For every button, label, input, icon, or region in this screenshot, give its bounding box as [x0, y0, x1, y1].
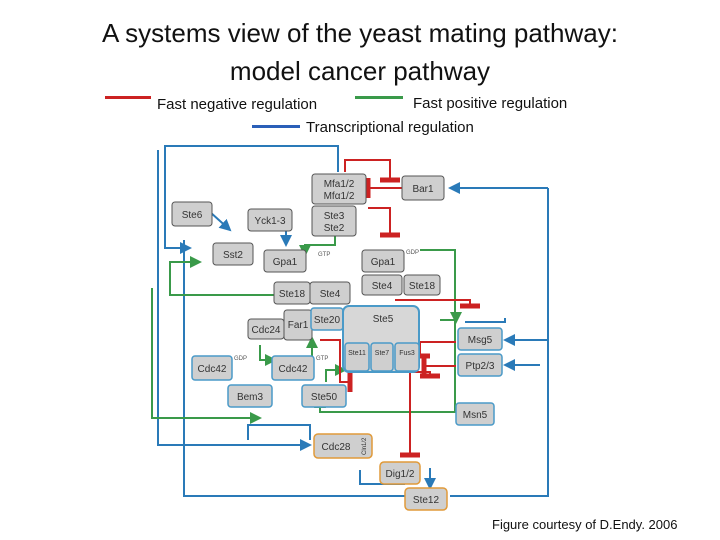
- node-dig12: Dig1/2: [379, 461, 421, 485]
- transcriptional-edges: [157, 145, 549, 497]
- node-ptp23: Ptp2/3: [457, 353, 503, 377]
- node-msn5-label: Msn5: [463, 410, 488, 421]
- edge-left-positive-loop: [151, 288, 262, 424]
- edge-far1-inhibits-cdc28: [320, 339, 353, 392]
- state-gdp-mid: GDP: [234, 356, 247, 362]
- node-msg5: Msg5: [457, 327, 503, 351]
- node-cdc42-gtp-label: Cdc42: [279, 364, 308, 375]
- edge-ste4-to-sst2: [169, 256, 275, 296]
- node-ste12-label: Ste12: [413, 495, 440, 506]
- node-ste4-right: Ste4: [361, 274, 403, 296]
- legend-negative-label: Fast negative regulation: [157, 96, 318, 113]
- node-ste4-left-label: Ste4: [320, 289, 341, 300]
- edge-cdc24-to-cdc42: [259, 345, 277, 366]
- node-cdc42-gdp: Cdc42 GDP: [191, 355, 247, 381]
- node-ste18-left: Ste18: [273, 281, 311, 305]
- node-ste11-label: Ste11: [348, 350, 366, 357]
- legend-positive-label: Fast positive regulation: [413, 95, 568, 112]
- node-cdc28: Cdc28 Cln1/2: [313, 433, 373, 459]
- node-ste4-right-label: Ste4: [372, 281, 393, 292]
- node-ste12: Ste12: [404, 487, 448, 511]
- node-bem3-label: Bem3: [237, 392, 264, 403]
- node-ste11: Ste11: [344, 342, 370, 372]
- node-gpa1-gdp: Gpa1 GDP: [361, 249, 419, 273]
- legend-transcriptional-label: Transcriptional regulation: [306, 119, 474, 136]
- edge-top-loop-to-mfa: [164, 145, 339, 254]
- node-ste50: Ste50: [301, 384, 347, 408]
- state-gtp-top: GTP: [318, 252, 330, 258]
- node-gpa1-gtp-label: Gpa1: [273, 257, 298, 268]
- node-msn5: Msn5: [455, 402, 495, 426]
- node-cdc28-label: Cdc28: [322, 442, 351, 453]
- edge-outer-left-loop: [157, 150, 312, 451]
- node-ste50-label: Ste50: [311, 392, 338, 403]
- node-cdc24-label: Cdc24: [252, 325, 281, 336]
- edge-ste5-inhibit-left: [395, 299, 480, 309]
- node-ste2-label: Ste2: [324, 223, 345, 234]
- node-yck: Yck1-3: [247, 208, 293, 232]
- node-msg5-label: Msg5: [468, 335, 493, 346]
- node-ste5-label: Ste5: [373, 314, 394, 325]
- node-cln12-label: Cln1/2: [362, 437, 368, 455]
- legend-positive-line: [355, 96, 403, 99]
- node-cdc42-gdp-label: Cdc42: [198, 364, 227, 375]
- node-far1: Far1: [283, 309, 313, 341]
- node-gpa1-gtp: Gpa1 GTP: [263, 249, 330, 273]
- node-ste18-left-label: Ste18: [279, 289, 306, 300]
- node-cdc24: Cdc24: [247, 318, 285, 340]
- edge-positive-right: [440, 312, 462, 324]
- edge-bottom-loop: [183, 240, 405, 497]
- legend-transcriptional-line: [252, 125, 300, 128]
- edge-right-loop-to-bar1: [450, 188, 549, 497]
- edge-ste50-to-ste11: [325, 364, 347, 382]
- edge-sst2-inhibits-ste3: [368, 207, 400, 238]
- node-sst2: Sst2: [212, 242, 254, 266]
- edge-ste-cluster-to-ste12: [465, 318, 506, 323]
- node-bem3: Bem3: [227, 384, 273, 408]
- state-gtp-mid: GTP: [316, 356, 328, 362]
- node-ste7-label: Ste7: [375, 350, 390, 357]
- node-bar1-label: Bar1: [412, 184, 434, 195]
- node-ste18-right: Ste18: [403, 274, 441, 296]
- node-far1-label: Far1: [288, 320, 309, 331]
- legend-negative-line: [105, 96, 151, 99]
- edge-msg5-inhibits-fus3: [410, 341, 456, 359]
- node-dig12-label: Dig1/2: [386, 469, 415, 480]
- node-ste20-label: Ste20: [314, 315, 341, 326]
- node-yck-label: Yck1-3: [254, 216, 286, 227]
- figure-credit: Figure courtesy of D.Endy. 2006: [492, 517, 678, 532]
- node-ptp23-label: Ptp2/3: [466, 361, 495, 372]
- node-ste3-label: Ste3: [324, 211, 345, 222]
- page-title-line-1: A systems view of the yeast mating pathw…: [102, 18, 618, 48]
- node-fus3-label: Fus3: [399, 350, 415, 357]
- node-mfa: Mfa1/2 Mfα1/2: [311, 173, 367, 205]
- node-ste4-left: Ste4: [309, 281, 351, 305]
- edge-cdc28-input: [247, 424, 311, 440]
- node-ste3: Ste3 Ste2: [311, 205, 357, 237]
- node-sst2-label: Sst2: [223, 250, 243, 261]
- node-ste6-label: Ste6: [182, 210, 203, 221]
- node-ste6: Ste6: [171, 201, 213, 227]
- state-gdp-top: GDP: [406, 250, 419, 256]
- nodes: Mfa1/2 Mfα1/2 Bar1 Ste6 Yck1-3 Ste3 Ste2…: [171, 173, 503, 511]
- page-title-line-2: model cancer pathway: [229, 56, 491, 86]
- node-mfa-label-2: Mfα1/2: [324, 191, 355, 202]
- node-fus3: Fus3: [394, 342, 420, 372]
- node-mfa-label: Mfa1/2: [324, 179, 355, 190]
- edge-ste6-to-mfa: [209, 211, 232, 232]
- node-ste18-right-label: Ste18: [409, 281, 436, 292]
- edge-mfa-inhibit-left: [344, 159, 400, 183]
- node-ste20: Ste20: [310, 307, 344, 331]
- node-bar1: Bar1: [401, 175, 445, 201]
- node-cdc42-gtp: Cdc42 GTP: [271, 355, 328, 381]
- node-gpa1-gdp-label: Gpa1: [371, 257, 396, 268]
- node-ste7: Ste7: [370, 342, 394, 372]
